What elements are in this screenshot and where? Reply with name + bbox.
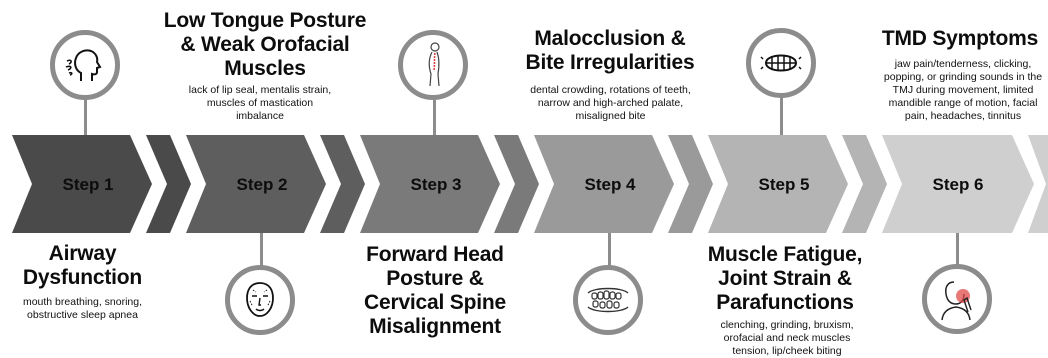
step-1-label: Step 1 [33,175,143,195]
step-5-icon-circle [746,28,816,98]
connector-step-2 [260,233,263,267]
connector-step-3 [433,100,436,135]
step-5-description: clenching, grinding, bruxism, orofacial … [707,319,867,358]
teeth-crowding-icon [584,283,632,317]
connector-step-6 [956,233,959,266]
step-4-description: dental crowding, rotations of teeth, nar… [528,84,693,123]
clenched-teeth-icon [759,46,803,80]
step-1-icon-circle [50,30,120,100]
step-4-icon-circle [573,265,643,335]
step-4-label: Step 4 [555,175,665,195]
connector-step-1 [84,100,87,135]
connector-step-4 [608,233,611,267]
step-6-description: jaw pain/tenderness, clicking, popping, … [878,58,1048,123]
step-3-label: Step 3 [381,175,491,195]
step-3-icon-circle [398,30,468,100]
step-5-label: Step 5 [729,175,839,195]
step-3-title: Forward Head Posture & Cervical Spine Mi… [350,243,520,339]
step-2-description: lack of lip seal, mentalis strain, muscl… [185,84,335,123]
spine-posture-icon [411,40,455,90]
connector-step-5 [780,96,783,135]
step-1-description: mouth breathing, snoring, obstructive sl… [5,296,160,322]
step-6-icon-circle [922,264,992,334]
step-4-title: Malocclusion & Bite Irregularities [515,27,705,75]
chevron-gap-2 [320,135,365,233]
step-6-label: Step 6 [903,175,1013,195]
chevron-gap-5 [842,135,887,233]
step-6-title: TMD Symptoms [870,27,1048,51]
chevron-gap-3 [494,135,539,233]
breathing-head-icon [63,43,107,87]
step-2-label: Step 2 [207,175,317,195]
face-muscles-icon [238,278,282,322]
step-2-icon-circle [225,265,295,335]
chevron-gap-4 [668,135,713,233]
jaw-pain-icon [934,276,980,322]
step-1-title: Airway Dysfunction [15,242,150,290]
step-5-title: Muscle Fatigue, Joint Strain & Parafunct… [700,243,870,315]
chevron-gap-1 [146,135,191,233]
step-2-title: Low Tongue Posture & Weak Orofacial Musc… [160,9,370,81]
